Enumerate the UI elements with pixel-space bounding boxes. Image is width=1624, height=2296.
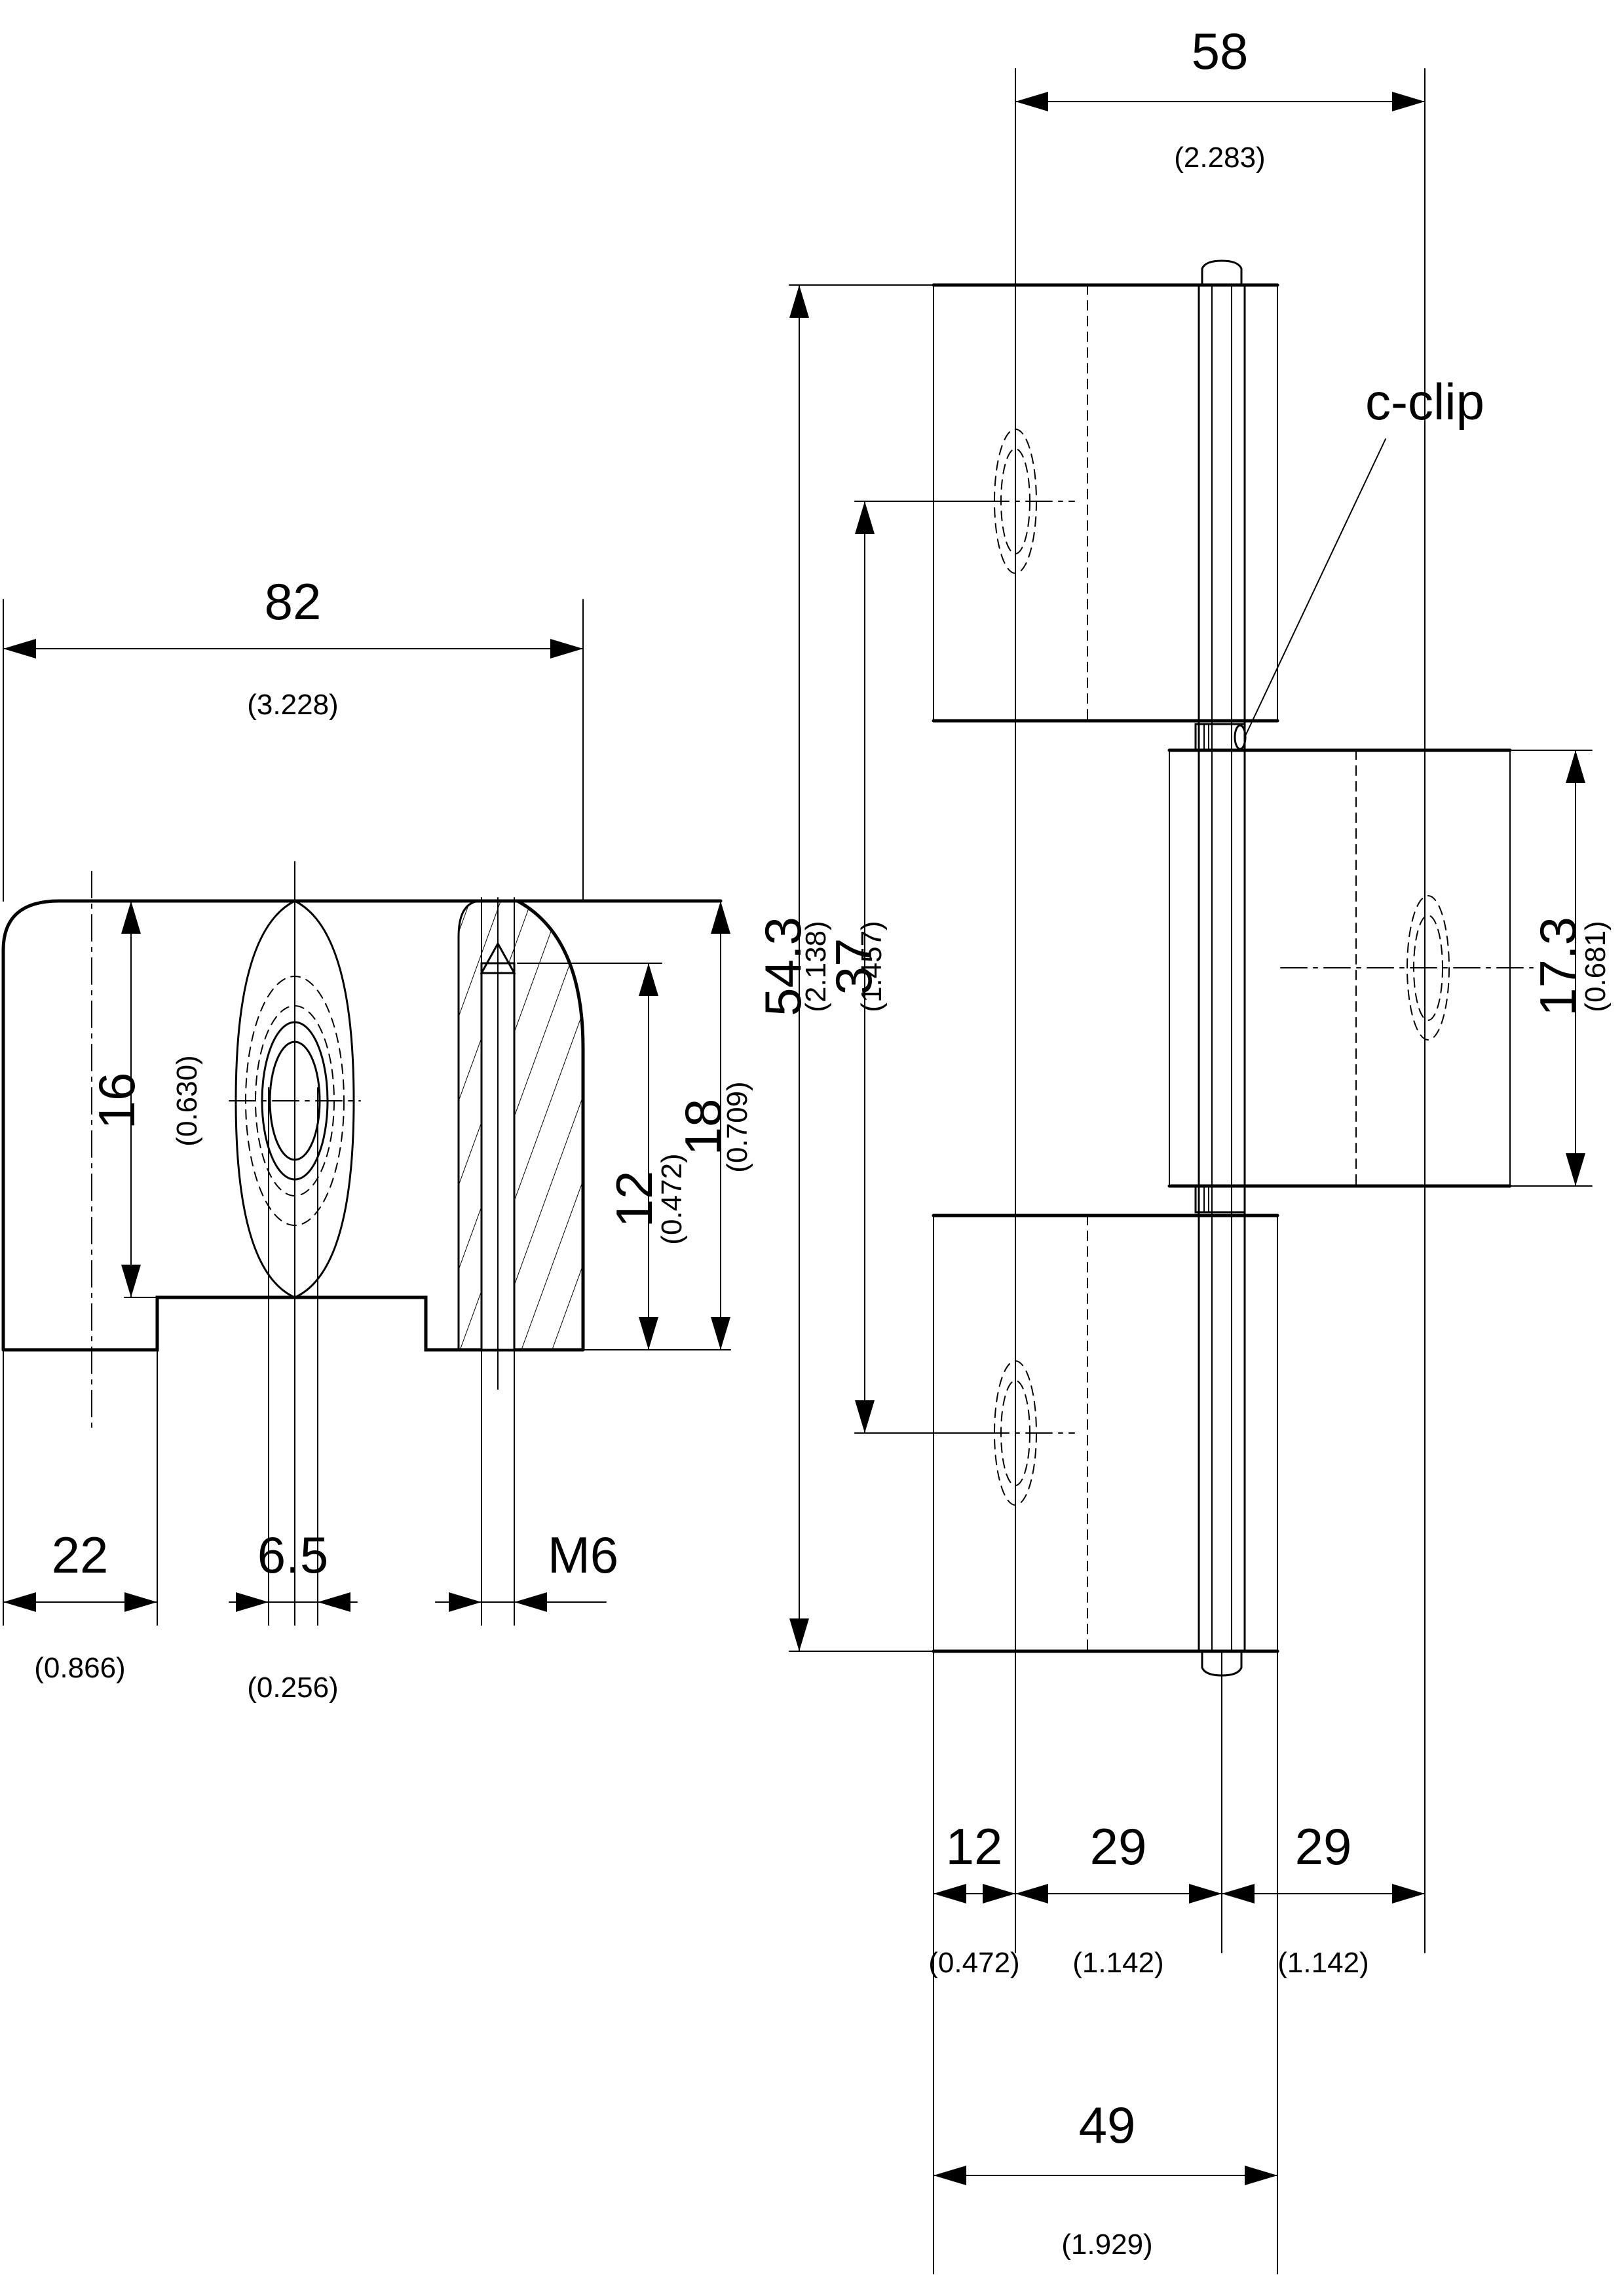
dim-m6-value: M6 (548, 1526, 618, 1584)
dim-17-3-value: 17.3 (1529, 917, 1587, 1016)
bottom-knuckle (932, 1214, 1279, 1653)
dim-17-3-inch: (0.681) (1579, 921, 1612, 1012)
dim-6-5-inch: (0.256) (247, 1672, 338, 1704)
hinge-pin (1194, 259, 1247, 1677)
dim-29b-value: 29 (1295, 1818, 1352, 1875)
dim-58-value: 58 (1192, 22, 1249, 80)
section-hatch (457, 900, 584, 1351)
dim-12b-value: 12 (946, 1818, 1003, 1875)
dim-49-value: 49 (1079, 2096, 1136, 2154)
dim-29a-inch: (1.142) (1072, 1947, 1163, 1979)
dim-22-value: 22 (52, 1526, 109, 1584)
dim-12b-inch: (0.472) (928, 1947, 1019, 1979)
dim-37-inch: (1.457) (856, 921, 888, 1012)
side-body-outline (1, 899, 723, 1352)
dim-12-value: 12 (605, 1171, 663, 1228)
dim-12-inch: (0.472) (656, 1153, 688, 1244)
dim-49-inch: (1.929) (1061, 2229, 1152, 2261)
dim-16-value: 16 (88, 1073, 145, 1130)
dim-6-5-value: 6.5 (257, 1526, 328, 1584)
dim-82-inch: (3.228) (247, 689, 338, 721)
dim-58-inch: (2.283) (1174, 142, 1265, 174)
dim-82-value: 82 (265, 573, 322, 630)
dim-18-inch: (0.709) (721, 1081, 753, 1172)
dim-16-inch: (0.630) (171, 1055, 203, 1146)
dim-22-inch: (0.866) (34, 1652, 125, 1684)
middle-knuckle (1167, 748, 1534, 1188)
dim-54-3-value: 54.3 (754, 917, 812, 1016)
dim-29b-inch: (1.142) (1277, 1947, 1369, 1979)
dim-37-value: 37 (825, 938, 882, 995)
top-knuckle (932, 283, 1279, 723)
side-view: 82 (3.228) 16 (0.630) 12 (0.472) 18 (0.7… (1, 573, 753, 1704)
bore-circles (229, 861, 361, 1626)
side-bottom-outline (1, 1295, 585, 1352)
front-view: c-clip 58 (2.283) 54.3 (2.138) 37 (1.457… (754, 22, 1612, 2274)
dim-54-3-inch: (2.138) (800, 921, 832, 1012)
dim-18-value: 18 (674, 1099, 732, 1156)
dim-29a-value: 29 (1090, 1818, 1147, 1875)
